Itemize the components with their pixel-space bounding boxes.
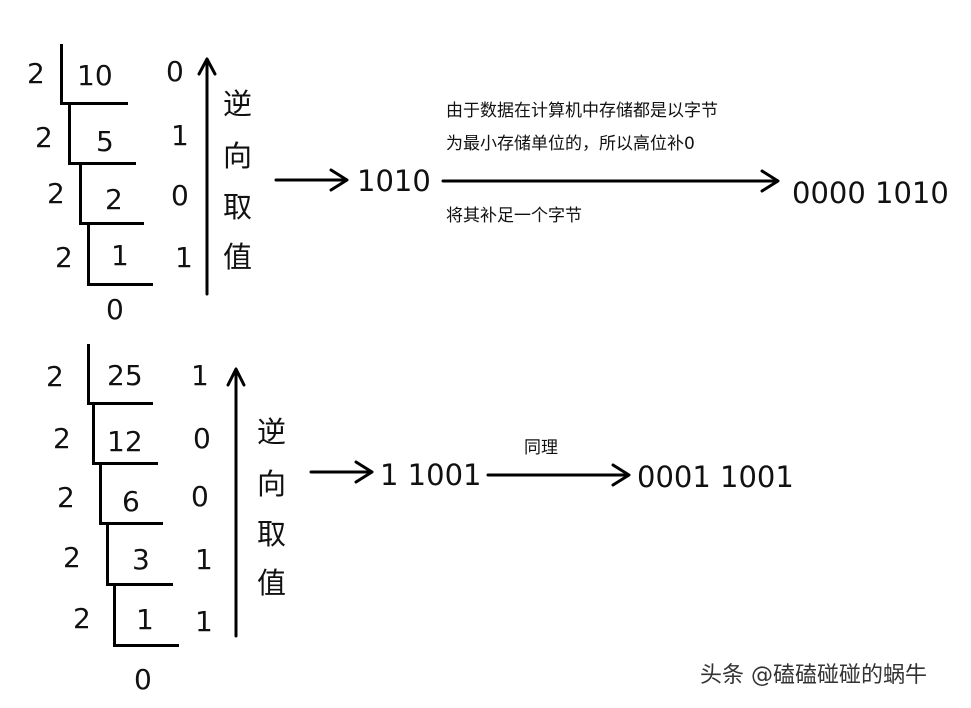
ladder-line bbox=[60, 102, 128, 105]
final-quotient: 0 bbox=[134, 663, 152, 696]
divisor: 2 bbox=[47, 177, 65, 210]
ladder-line bbox=[99, 522, 163, 525]
dividend: 3 bbox=[132, 543, 150, 576]
remainder: 1 bbox=[195, 543, 213, 576]
ladder-line bbox=[92, 462, 158, 465]
reverse-char: 取 bbox=[223, 190, 253, 224]
ladder-line bbox=[113, 644, 179, 647]
dividend: 2 bbox=[105, 183, 123, 216]
reverse-char: 逆 bbox=[223, 87, 253, 121]
padding-note: 将其补足一个字节 bbox=[446, 206, 582, 226]
ladder-line bbox=[79, 222, 144, 225]
reverse-arrow bbox=[197, 57, 217, 296]
reverse-char: 向 bbox=[257, 467, 287, 501]
padding-note: 由于数据在计算机中存储都是以字节 bbox=[446, 101, 718, 121]
reverse-char: 向 bbox=[223, 139, 253, 173]
remainder: 1 bbox=[175, 241, 193, 274]
divisor: 2 bbox=[57, 481, 75, 514]
remainder: 1 bbox=[171, 119, 189, 152]
byte-result: 0001 1001 bbox=[637, 460, 794, 494]
reverse-char: 取 bbox=[257, 517, 287, 551]
reverse-char: 值 bbox=[257, 566, 287, 600]
remainder: 0 bbox=[171, 179, 189, 212]
dividend: 1 bbox=[136, 603, 154, 636]
ladder-line bbox=[106, 583, 173, 586]
ladder-line bbox=[87, 283, 153, 286]
divisor: 2 bbox=[73, 602, 91, 635]
dividend: 25 bbox=[107, 359, 143, 392]
divisor: 2 bbox=[53, 422, 71, 455]
padding-note: 为最小存储单位的，所以高位补0 bbox=[446, 134, 695, 154]
remainder: 0 bbox=[191, 480, 209, 513]
byte-result: 0000 1010 bbox=[792, 176, 949, 210]
ladder-line bbox=[68, 104, 71, 164]
dividend: 10 bbox=[77, 59, 113, 92]
ladder-line bbox=[87, 402, 153, 405]
pad-arrow bbox=[486, 463, 631, 487]
dividend: 5 bbox=[96, 125, 114, 158]
final-quotient: 0 bbox=[106, 293, 124, 326]
divisor: 2 bbox=[46, 360, 64, 393]
divisor: 2 bbox=[63, 541, 81, 574]
ladder-line bbox=[87, 344, 90, 404]
reverse-arrow bbox=[226, 367, 246, 638]
ladder-line bbox=[113, 585, 116, 646]
dividend: 1 bbox=[111, 239, 129, 272]
ladder-line bbox=[92, 404, 95, 464]
ladder-line bbox=[99, 464, 102, 524]
dividend: 12 bbox=[107, 425, 143, 458]
ladder-line bbox=[106, 524, 109, 585]
remainder: 0 bbox=[193, 422, 211, 455]
pad-arrow bbox=[441, 169, 780, 193]
ladder-line bbox=[79, 164, 82, 224]
binary-result: 1010 bbox=[357, 164, 431, 198]
watermark: 头条 @磕磕碰碰的蜗牛 bbox=[700, 663, 927, 688]
divisor: 2 bbox=[55, 241, 73, 274]
remainder: 0 bbox=[166, 55, 184, 88]
binary-result: 1 1001 bbox=[380, 458, 482, 492]
divisor: 2 bbox=[27, 57, 45, 90]
ladder-line bbox=[87, 224, 90, 285]
ladder-line bbox=[60, 44, 63, 104]
reverse-char: 逆 bbox=[257, 415, 287, 449]
to-binary-arrow bbox=[309, 460, 374, 484]
reverse-char: 值 bbox=[223, 240, 253, 274]
remainder: 1 bbox=[191, 359, 209, 392]
ladder-line bbox=[68, 162, 136, 165]
remainder: 1 bbox=[195, 605, 213, 638]
dividend: 6 bbox=[122, 485, 140, 518]
to-binary-arrow bbox=[274, 168, 349, 192]
divisor: 2 bbox=[35, 121, 53, 154]
same-reason-note: 同理 bbox=[524, 438, 558, 458]
